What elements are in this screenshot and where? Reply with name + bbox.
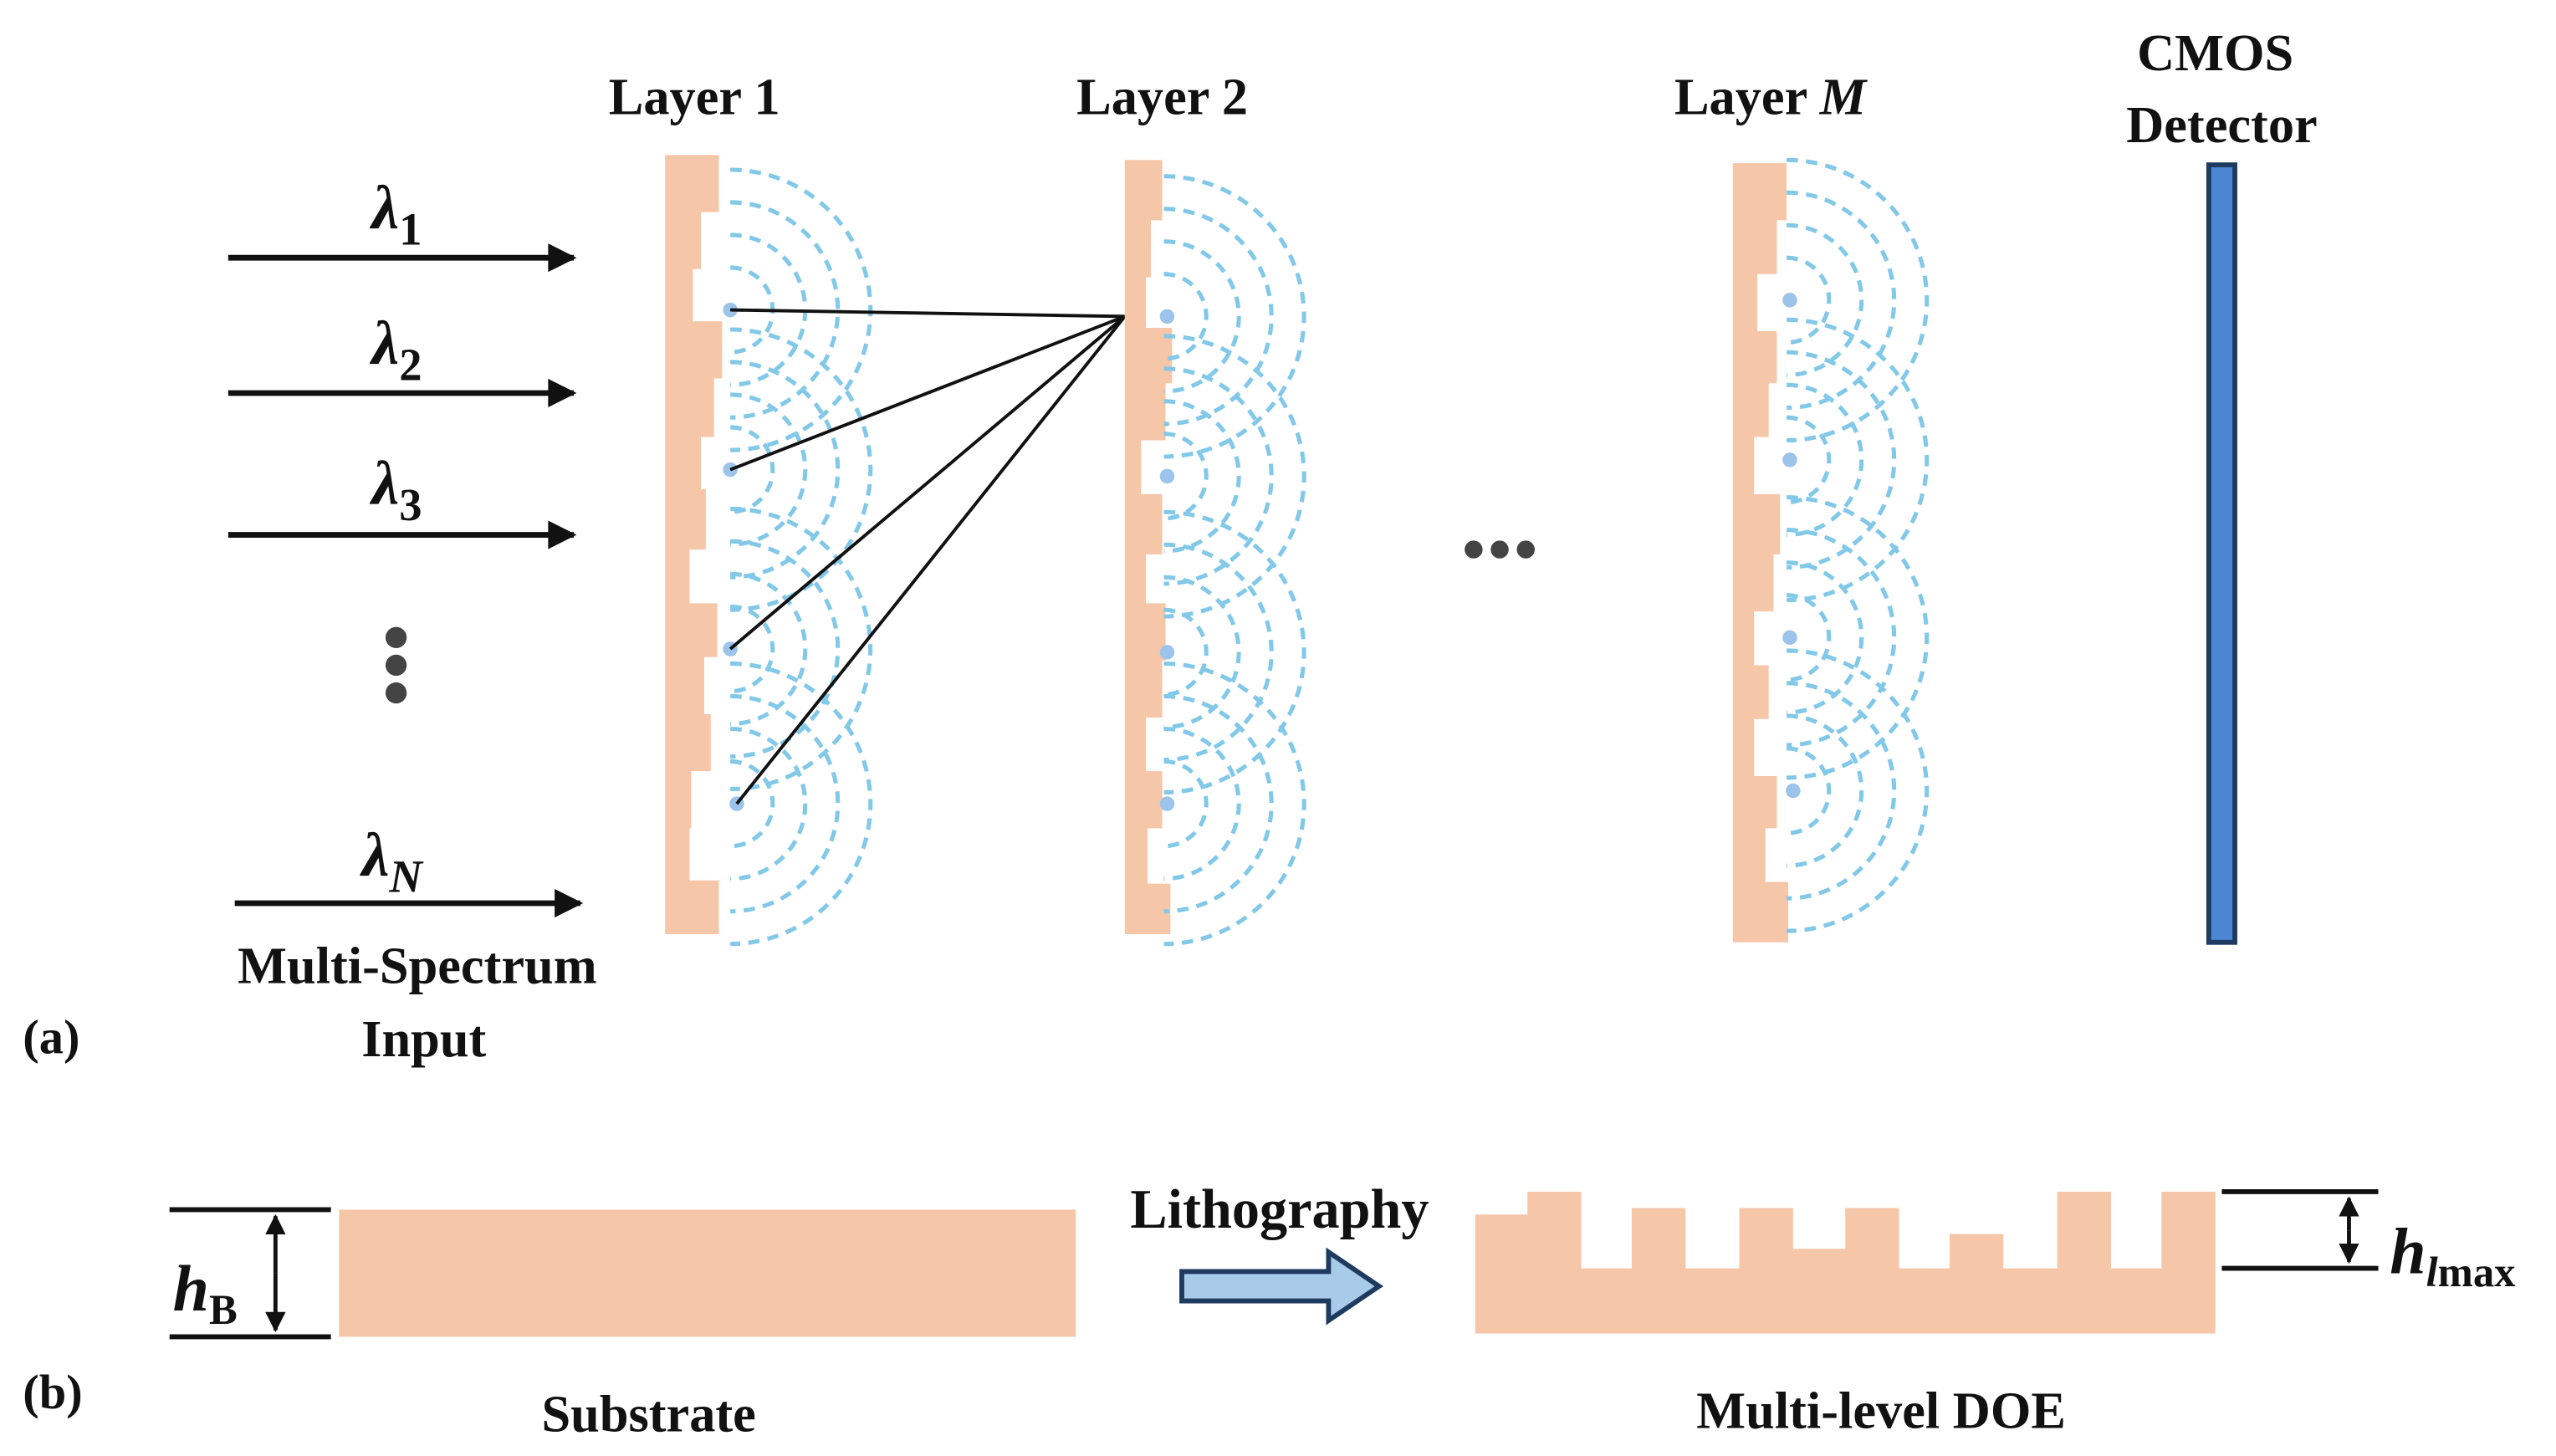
layer-ellipsis	[1465, 540, 1535, 559]
panel-b: hB Substrate Lithography Multi-level DOE…	[23, 1179, 2516, 1443]
layer-m-sources	[1782, 293, 1801, 799]
lithography-arrow	[1179, 1247, 1384, 1326]
layer-m-doe	[1732, 163, 1789, 943]
layer-2-title: Layer 2	[1076, 69, 1248, 126]
panel-b-label: (b)	[23, 1365, 82, 1419]
layer-1-sources	[723, 302, 744, 811]
hmax-label: hlmax	[2390, 1215, 2516, 1295]
layer-m-title: Layer M	[1674, 69, 1868, 126]
multi-level-doe	[1475, 1191, 2216, 1334]
panel-a: Layer 1 Layer 2 Layer M CMOS Detector λ1…	[23, 24, 2317, 1068]
layer-2-waves	[1163, 174, 1306, 947]
lambda-n-label: λN	[360, 821, 425, 902]
doe-caption: Multi-level DOE	[1696, 1382, 2066, 1440]
lambda-2-label: λ2	[369, 309, 422, 390]
layer-2-doe	[1124, 160, 1173, 935]
substrate-caption: Substrate	[541, 1385, 755, 1443]
layer-2-sources	[1159, 309, 1175, 811]
layer-1-doe	[665, 155, 723, 935]
layer-m-waves	[1787, 157, 1930, 933]
hb-label: hB	[173, 1253, 238, 1333]
layer-1-title: Layer 1	[609, 69, 780, 126]
cmos-detector	[2206, 162, 2237, 945]
lithography-label: Lithography	[1130, 1179, 1429, 1240]
lambda-3-label: λ3	[369, 450, 422, 530]
input-caption: Multi-Spectrum Input	[238, 937, 610, 1069]
input-ellipsis	[385, 626, 407, 704]
panel-a-label: (a)	[23, 1009, 79, 1064]
input-arrows	[227, 243, 584, 918]
connection-lines	[728, 308, 1127, 805]
layer-1-waves	[730, 167, 873, 947]
lambda-1-label: λ1	[369, 174, 422, 254]
substrate-block	[339, 1209, 1076, 1337]
detector-label: CMOS Detector	[2126, 24, 2317, 154]
